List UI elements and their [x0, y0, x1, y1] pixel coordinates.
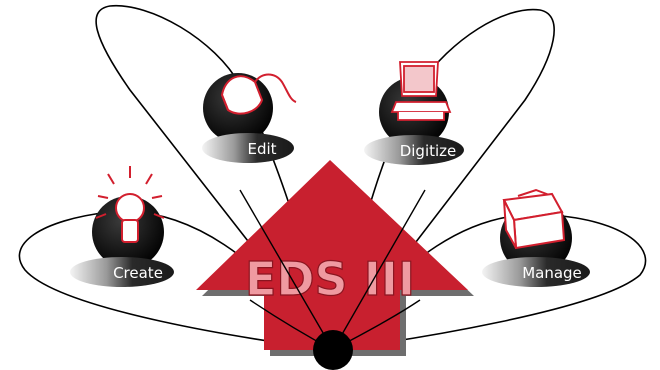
node-digitize[interactable]: Digitize: [364, 61, 464, 165]
node-manage[interactable]: Manage: [482, 188, 590, 287]
computer-icon: [390, 61, 452, 121]
center-arrow: EDS III: [196, 160, 474, 356]
orbit-edit-front: [239, 189, 334, 351]
orbit-manage: [331, 213, 647, 352]
digitize-pill: [364, 135, 464, 165]
orbit-digitize-front: [332, 189, 426, 351]
digitize-label: Digitize: [400, 142, 457, 160]
center-title: EDS III: [245, 252, 415, 306]
create-pill: [70, 257, 174, 287]
node-edit[interactable]: Edit: [202, 73, 297, 163]
orbit-create: [18, 210, 335, 352]
manage-label: Manage: [522, 264, 582, 282]
node-create[interactable]: Create: [70, 166, 174, 287]
mouse-icon: [220, 73, 297, 115]
lightbulb-icon: [95, 166, 165, 243]
edit-pill: [202, 133, 294, 163]
create-label: Create: [113, 264, 163, 282]
arrow-body: [196, 160, 468, 350]
briefcase-icon: [502, 188, 566, 250]
manage-pill: [482, 257, 590, 287]
center-hub: [313, 330, 353, 370]
edit-label: Edit: [247, 140, 276, 158]
